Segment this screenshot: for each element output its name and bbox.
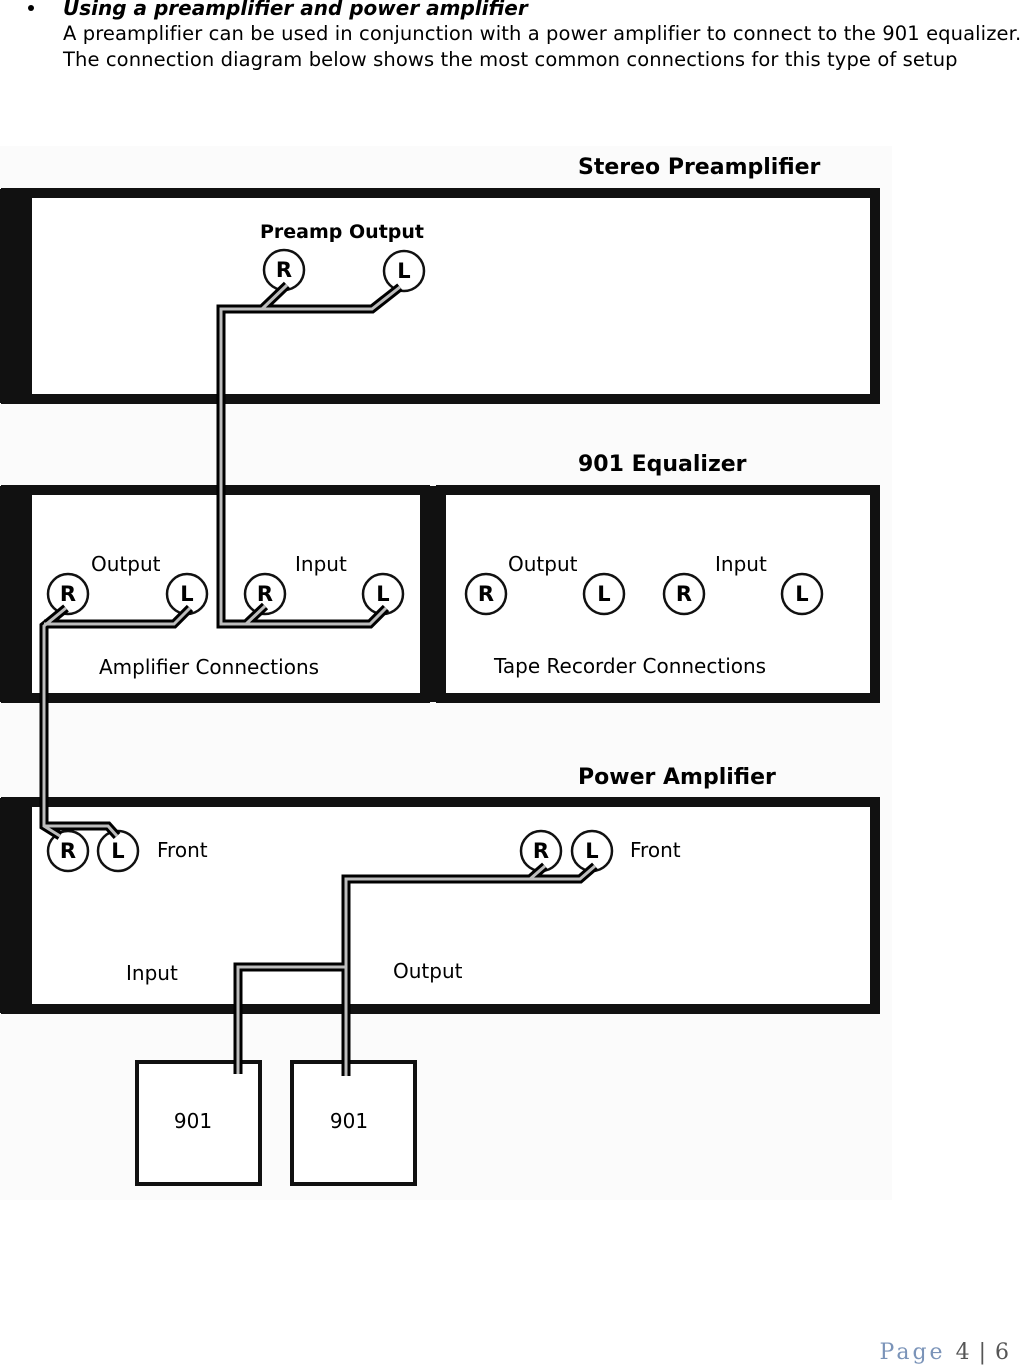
section-body: A preamplifier can be used in conjunctio… (63, 22, 1022, 71)
page-footer: Page 4 | 6 (880, 1340, 1010, 1365)
svg-text:L: L (795, 582, 808, 606)
eq-tape-input-r-jack: R (662, 572, 706, 616)
power-amp-front-left: Front (157, 838, 208, 862)
cable-preamp-to-eq-input (216, 281, 403, 629)
power-amp-panel (1, 797, 880, 1014)
page-number: 4 | 6 (955, 1340, 1010, 1365)
section-title: Using a preamplifier and power amplifier (63, 0, 528, 20)
page-label: Page (879, 1340, 946, 1365)
cable-eq-output-to-power-input (39, 604, 194, 840)
svg-text:R: R (60, 582, 76, 606)
cable-power-output-to-speakers (233, 862, 598, 1076)
svg-text:901: 901 (330, 1109, 368, 1133)
eq-amp-output-r-jack: R (46, 572, 90, 616)
svg-text:R: R (533, 839, 549, 863)
eq-amp-input-label: Input (295, 552, 347, 576)
speaker-right: 901 (290, 1060, 417, 1186)
preamp-panel (1, 188, 880, 404)
svg-text:L: L (397, 259, 410, 283)
preamp-l-jack: L (382, 249, 426, 293)
connection-diagram: Stereo Preamplifier Preamp Output R L 90… (0, 146, 892, 1200)
power-amp-input-label: Input (126, 961, 178, 985)
svg-text:R: R (257, 582, 273, 606)
eq-tape-input-l-jack: L (780, 572, 824, 616)
power-amp-front-right: Front (630, 838, 681, 862)
eq-amp-input-r-jack: R (243, 572, 287, 616)
svg-text:R: R (676, 582, 692, 606)
eq-tape-output-l-jack: L (582, 572, 626, 616)
svg-text:R: R (276, 258, 292, 282)
power-amp-output-label: Output (393, 959, 463, 983)
svg-text:L: L (585, 839, 598, 863)
speaker-left: 901 (135, 1060, 262, 1186)
eq-amp-input-l-jack: L (361, 572, 405, 616)
eq-amp-caption: Amplifier Connections (99, 655, 319, 679)
power-amp-output-r-jack: R (519, 829, 563, 873)
bullet-icon (28, 5, 34, 11)
power-amp-input-r-jack: R (46, 829, 90, 873)
power-amp-heading: Power Amplifier (578, 765, 776, 790)
power-amp-input-l-jack: L (96, 829, 140, 873)
svg-text:L: L (180, 582, 193, 606)
svg-text:R: R (60, 839, 76, 863)
eq-tape-output-r-jack: R (464, 572, 508, 616)
eq-tape-input-label: Input (715, 552, 767, 576)
eq-amp-output-label: Output (91, 552, 161, 576)
svg-text:R: R (478, 582, 494, 606)
eq-tape-output-label: Output (508, 552, 578, 576)
preamp-output-label: Preamp Output (260, 221, 424, 243)
svg-text:901: 901 (174, 1109, 212, 1133)
preamp-heading: Stereo Preamplifier (578, 155, 821, 180)
eq-tape-caption: Tape Recorder Connections (493, 654, 766, 678)
svg-text:L: L (597, 582, 610, 606)
svg-text:L: L (376, 582, 389, 606)
svg-text:L: L (111, 839, 124, 863)
equalizer-heading: 901 Equalizer (578, 452, 747, 477)
